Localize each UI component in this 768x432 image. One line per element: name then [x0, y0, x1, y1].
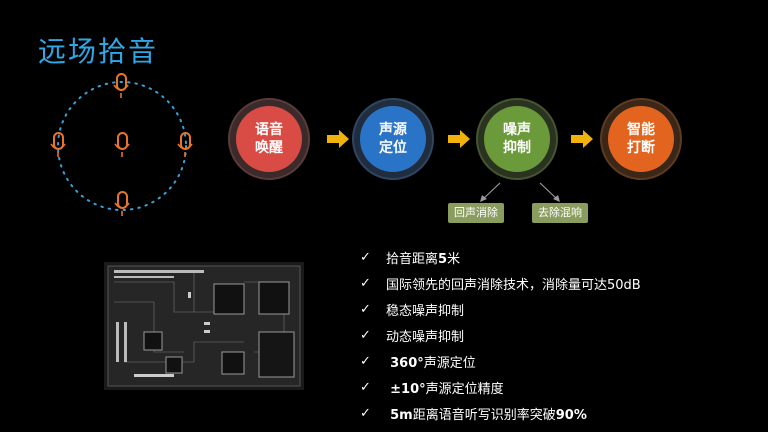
- feature-list: ✓ 拾音距离5米 ✓ 国际领先的回声消除技术，消除量可达50dB ✓ 稳态噪声抑…: [360, 244, 641, 426]
- check-icon: ✓: [360, 327, 371, 343]
- mic-icon-right: [177, 132, 193, 157]
- feature-text: 5m距离语音听写识别率突破90%: [390, 407, 587, 423]
- flow-arrow-3: [571, 130, 593, 148]
- feature-text: 拾音距离5米: [386, 251, 461, 267]
- feature-text: 国际领先的回声消除技术，消除量可达50dB: [386, 277, 641, 293]
- node-label-1: 语音: [255, 122, 283, 138]
- feature-text: ±10°声源定位精度: [390, 381, 504, 397]
- node-label-2: 打断: [627, 140, 655, 156]
- feature-text: 动态噪声抑制: [386, 329, 465, 345]
- flow-arrow-1: [327, 130, 349, 148]
- feature-text: 360°声源定位: [390, 355, 476, 371]
- check-icon: ✓: [360, 301, 371, 317]
- mic-icon-left: [50, 132, 66, 157]
- check-icon: ✓: [360, 249, 371, 265]
- flow-node-interrupt: 智能 打断: [600, 98, 682, 180]
- feature-item: ✓ 动态噪声抑制: [360, 322, 641, 348]
- feature-item: ✓ 国际领先的回声消除技术，消除量可达50dB: [360, 270, 641, 296]
- feature-item: ✓ 拾音距离5米: [360, 244, 641, 270]
- check-icon: ✓: [360, 405, 371, 421]
- node-label-2: 定位: [379, 140, 407, 156]
- feature-item: ✓ 5m距离语音听写识别率突破90%: [360, 400, 641, 426]
- node-label-1: 噪声: [503, 122, 531, 138]
- mic-icon-top: [113, 73, 129, 98]
- check-icon: ✓: [360, 353, 371, 369]
- feature-text: 稳态噪声抑制: [386, 303, 465, 319]
- feature-item: ✓ 360°声源定位: [360, 348, 641, 374]
- flow-arrow-2: [448, 130, 470, 148]
- node-label-1: 智能: [627, 122, 655, 138]
- node-label-2: 抑制: [503, 140, 531, 156]
- sub-tag-echo-cancel: 回声消除: [448, 203, 504, 223]
- node-label-1: 声源: [379, 122, 407, 138]
- node-label-2: 唤醒: [255, 140, 283, 156]
- check-icon: ✓: [360, 275, 371, 291]
- feature-item: ✓ 稳态噪声抑制: [360, 296, 641, 322]
- mic-icon-center: [114, 132, 130, 157]
- feature-item: ✓ ±10°声源定位精度: [360, 374, 641, 400]
- mic-icon-bottom: [114, 191, 130, 216]
- circuit-board-image: [104, 262, 304, 390]
- sub-tag-dereverb: 去除混响: [532, 203, 588, 223]
- flow-node-localize: 声源 定位: [352, 98, 434, 180]
- flow-node-noise: 噪声 抑制: [476, 98, 558, 180]
- page-title: 远场拾音: [38, 35, 159, 68]
- check-icon: ✓: [360, 379, 371, 395]
- flow-node-wake: 语音 唤醒: [228, 98, 310, 180]
